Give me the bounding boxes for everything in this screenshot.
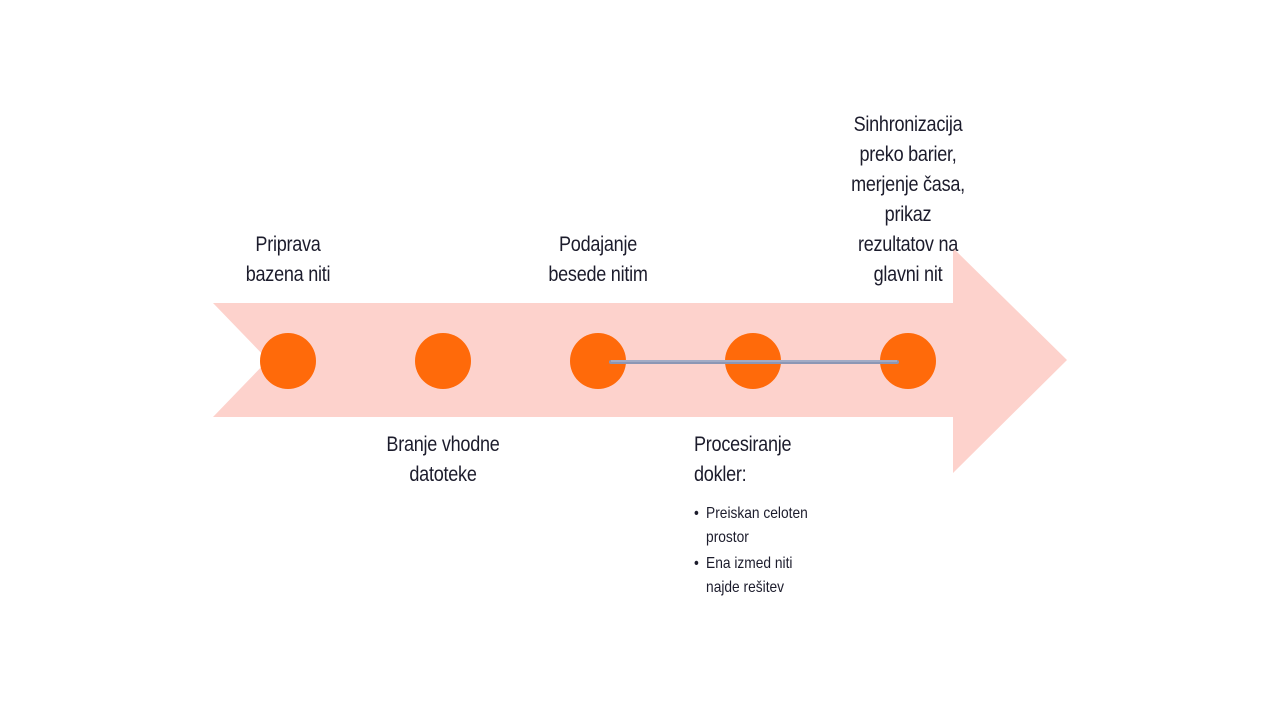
step-label-4-line-1: Procesiranje	[694, 433, 792, 456]
step-dot-3	[570, 333, 626, 389]
step-label-3: Podajanje besede nitim	[521, 230, 676, 290]
step-label-4-line-2: dokler:	[694, 463, 747, 486]
bullet-1-line-1: Preiskan celoten	[706, 505, 808, 522]
step-label-1-line-2: bazena niti	[245, 263, 331, 286]
step-label-5-line-6: glavni nit	[873, 263, 943, 286]
step-label-2: Branje vhodne datoteke	[366, 430, 521, 490]
bullet-2-line-2: najde rešitev	[706, 579, 785, 596]
bullet-1-line-2: prostor	[706, 529, 749, 546]
step-4-bullet-list: Preiskan celoten prostor Ena izmed niti …	[694, 502, 808, 602]
step-label-1-line-1: Priprava	[255, 233, 321, 256]
bullet-2-line-1: Ena izmed niti	[706, 555, 793, 572]
step-label-3-line-1: Podajanje	[558, 233, 638, 256]
bullet-item: Preiskan celoten prostor	[694, 502, 808, 550]
step-dot-2	[415, 333, 471, 389]
bullet-item: Ena izmed niti najde rešitev	[694, 552, 808, 600]
step-dot-5	[880, 333, 936, 389]
step-label-4: Procesiranje dokler:	[694, 430, 832, 490]
step-label-2-line-1: Branje vhodne	[386, 433, 500, 456]
step-dot-1	[260, 333, 316, 389]
step-label-5-line-3: merjenje časa,	[851, 173, 965, 196]
step-label-3-line-2: besede nitim	[548, 263, 648, 286]
step-label-5-line-5: rezultatov na	[857, 233, 959, 256]
step-label-5: Sinhronizacija preko barier, merjenje ča…	[822, 110, 994, 290]
step-label-2-line-2: datoteke	[409, 463, 477, 486]
step-label-1: Priprava bazena niti	[219, 230, 357, 290]
step-label-5-line-1: Sinhronizacija	[853, 113, 963, 136]
step-label-5-line-2: preko barier,	[859, 143, 957, 166]
step-label-5-line-4: prikaz	[884, 203, 932, 226]
